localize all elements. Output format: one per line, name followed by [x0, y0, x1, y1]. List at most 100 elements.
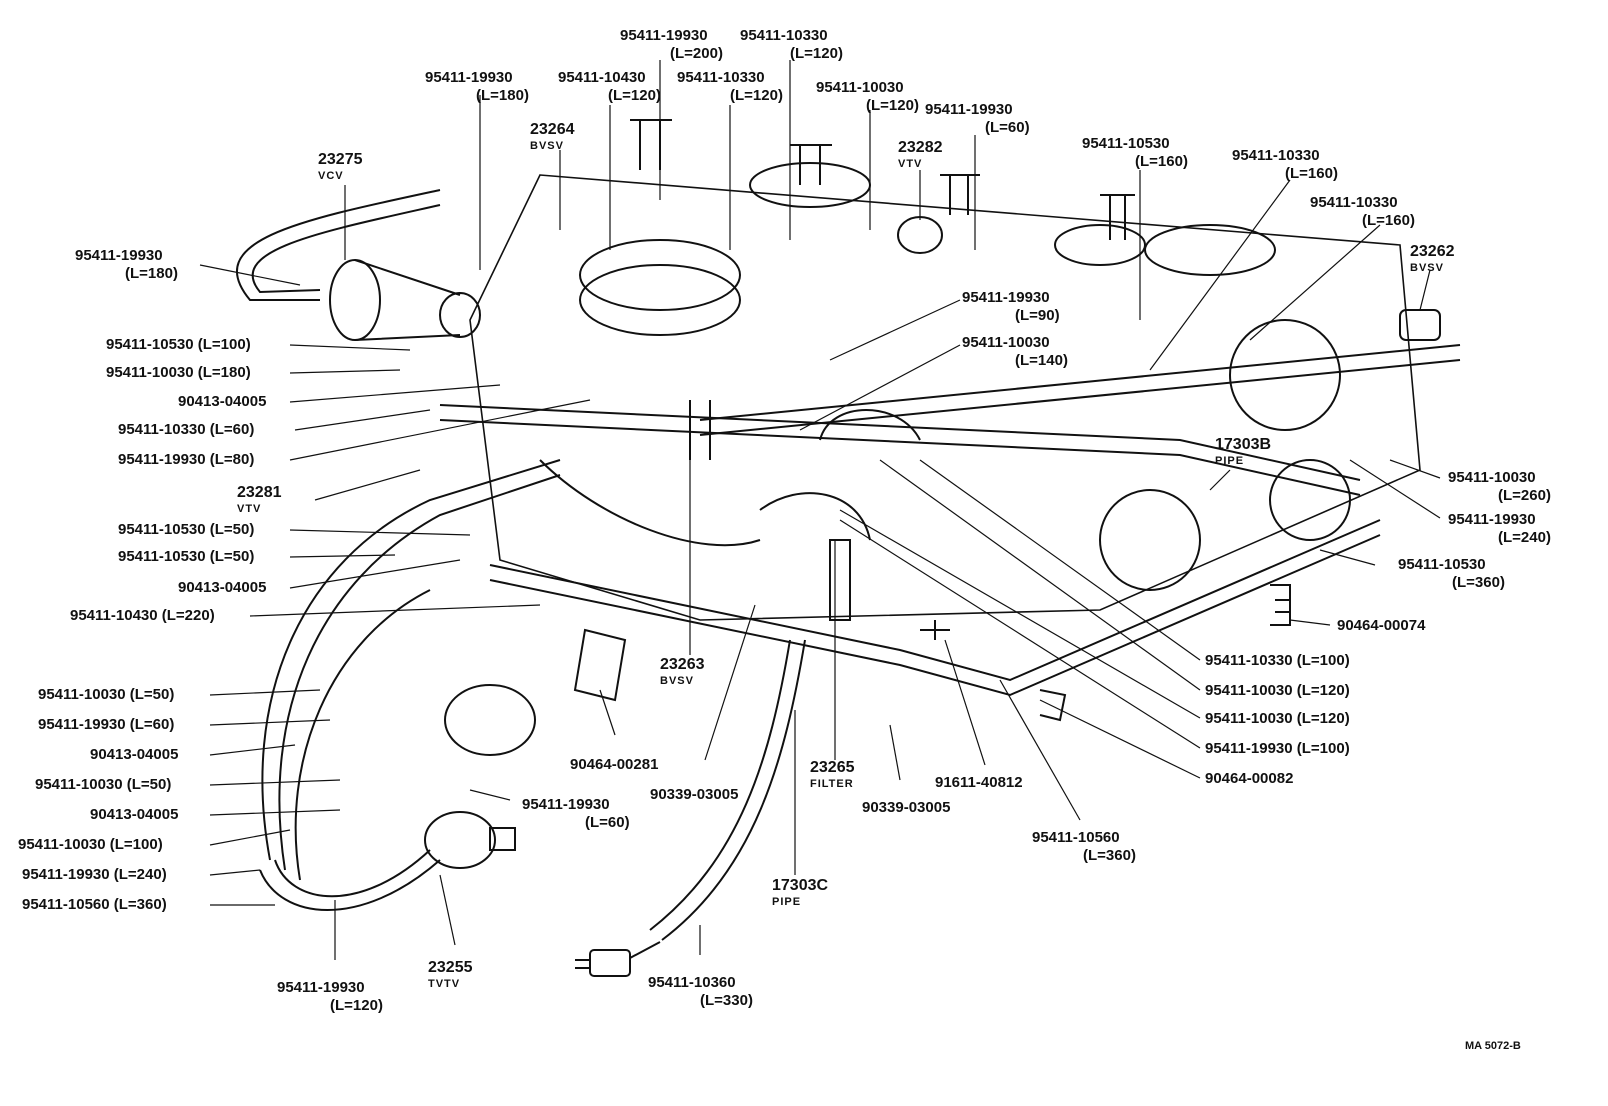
- label-95411-10330-l120: 95411-10330: [677, 69, 765, 86]
- label-length: (L=60): [985, 119, 1030, 136]
- label-90464-00281: 90464-00281: [570, 756, 659, 773]
- air-cleaner-left: [579, 239, 741, 311]
- label-91611-40812: 91611-40812: [935, 774, 1023, 791]
- label-length: (L=360): [1452, 574, 1505, 591]
- label-pipe: PIPE: [1215, 455, 1245, 467]
- label-95411-10360-l330: 95411-10360: [648, 974, 736, 991]
- label-length: (L=160): [1285, 165, 1338, 182]
- bolt-91611: [920, 620, 950, 640]
- pipe-lower: [489, 519, 1381, 682]
- label-17303b: 17303B: [1215, 436, 1272, 453]
- label-length: (L=180): [125, 265, 178, 282]
- label-tvtv: TVTV: [428, 978, 461, 990]
- label-95411-10530-l360: 95411-10530: [1398, 556, 1486, 573]
- label-95411-10330-l60: 95411-10330 (L=60): [118, 421, 255, 438]
- label-95411-19930-l240: 95411-19930 (L=240): [22, 866, 167, 883]
- label-90464-00074: 90464-00074: [1337, 617, 1426, 634]
- label-90339-03005: 90339-03005: [862, 799, 951, 816]
- label-vtv: VTV: [898, 158, 923, 170]
- label-23255: 23255: [428, 959, 473, 976]
- label-23262: 23262: [1410, 243, 1455, 260]
- label-vcv: VCV: [318, 170, 344, 182]
- air-cleaner-right: [1144, 224, 1276, 276]
- label-95411-19930-l80: 95411-19930 (L=80): [118, 451, 255, 468]
- label-95411-19930-l180: 95411-19930: [425, 69, 513, 86]
- label-pipe: PIPE: [772, 896, 802, 908]
- label-length: (L=180): [476, 87, 529, 104]
- label-95411-10530-l50: 95411-10530 (L=50): [118, 548, 255, 565]
- label-length: (L=240): [1498, 529, 1551, 546]
- label-95411-19930-l240: 95411-19930: [1448, 511, 1536, 528]
- label-length: (L=120): [866, 97, 919, 114]
- label-95411-19930-l60: 95411-19930 (L=60): [38, 716, 175, 733]
- label-95411-10330-l120: 95411-10330: [740, 27, 828, 44]
- label-95411-19930-l60: 95411-19930: [925, 101, 1013, 118]
- label-length: (L=90): [1015, 307, 1060, 324]
- engine-block-outline: [469, 174, 1421, 621]
- label-95411-19930-l90: 95411-19930: [962, 289, 1050, 306]
- label-23264: 23264: [530, 121, 575, 138]
- label-95411-10330-l160: 95411-10330: [1310, 194, 1398, 211]
- label-95411-19930-l120: 95411-19930: [277, 979, 365, 996]
- label-95411-10530-l160: 95411-10530: [1082, 135, 1170, 152]
- label-length: (L=120): [730, 87, 783, 104]
- hose-loop-outer: [261, 459, 561, 861]
- hose-top-left: [235, 189, 441, 301]
- label-90413-04005: 90413-04005: [90, 806, 179, 823]
- sensor-plug: [575, 941, 661, 977]
- label-95411-10030-l120: 95411-10030: [816, 79, 904, 96]
- label-length: (L=120): [608, 87, 661, 104]
- label-95411-10560-l360: 95411-10560: [1032, 829, 1120, 846]
- label-23275: 23275: [318, 151, 363, 168]
- label-length: (L=330): [700, 992, 753, 1009]
- label-length: (L=260): [1498, 487, 1551, 504]
- label-95411-10330-l160: 95411-10330: [1232, 147, 1320, 164]
- label-95411-10430-l120: 95411-10430: [558, 69, 646, 86]
- filter-23265: [829, 539, 851, 621]
- label-95411-19930-l60: 95411-19930: [522, 796, 610, 813]
- label-length: (L=200): [670, 45, 723, 62]
- label-95411-10030-l50: 95411-10030 (L=50): [35, 776, 172, 793]
- label-95411-10030-l50: 95411-10030 (L=50): [38, 686, 175, 703]
- label-95411-10560-l360: 95411-10560 (L=360): [22, 896, 167, 913]
- label-bvsv: BVSV: [530, 140, 564, 152]
- label-length: (L=140): [1015, 352, 1068, 369]
- label-23263: 23263: [660, 656, 705, 673]
- label-95411-10030-l260: 95411-10030: [1448, 469, 1536, 486]
- label-95411-10030-l140: 95411-10030: [962, 334, 1050, 351]
- diagram-code: MA 5072-B: [1465, 1040, 1521, 1052]
- vtv-23282: [897, 216, 943, 254]
- label-17303c: 17303C: [772, 877, 829, 894]
- label-filter: FILTER: [810, 778, 854, 790]
- pipe-upper-b: [699, 344, 1461, 421]
- label-23282: 23282: [898, 139, 943, 156]
- label-90464-00082: 90464-00082: [1205, 770, 1294, 787]
- clip-90464-00074: [1270, 584, 1291, 626]
- label-vtv: VTV: [237, 503, 262, 515]
- label-23265: 23265: [810, 759, 855, 776]
- hose-loop-mid: [294, 589, 431, 881]
- label-90339-03005: 90339-03005: [650, 786, 739, 803]
- label-length: (L=60): [585, 814, 630, 831]
- label-95411-10030-l120: 95411-10030 (L=120): [1205, 710, 1350, 727]
- label-90413-04005: 90413-04005: [178, 393, 267, 410]
- label-95411-10030-l100: 95411-10030 (L=100): [18, 836, 163, 853]
- label-95411-10330-l100: 95411-10330 (L=100): [1205, 652, 1350, 669]
- vcv-canister: [329, 259, 481, 341]
- clip-90464-00082: [1039, 689, 1067, 722]
- label-95411-10530-l50: 95411-10530 (L=50): [118, 521, 255, 538]
- label-23281: 23281: [237, 484, 282, 501]
- clip-90464-00281: [573, 628, 627, 702]
- label-length: (L=120): [790, 45, 843, 62]
- label-length: (L=120): [330, 997, 383, 1014]
- label-95411-19930-l200: 95411-19930: [620, 27, 708, 44]
- label-95411-19930-l100: 95411-19930 (L=100): [1205, 740, 1350, 757]
- tvtv-23255: [424, 811, 516, 869]
- label-length: (L=160): [1135, 153, 1188, 170]
- label-95411-10030-l120: 95411-10030 (L=120): [1205, 682, 1350, 699]
- label-95411-10530-l100: 95411-10530 (L=100): [106, 336, 251, 353]
- pipe-17303b-a: [439, 404, 1361, 481]
- label-95411-10030-l180: 95411-10030 (L=180): [106, 364, 251, 381]
